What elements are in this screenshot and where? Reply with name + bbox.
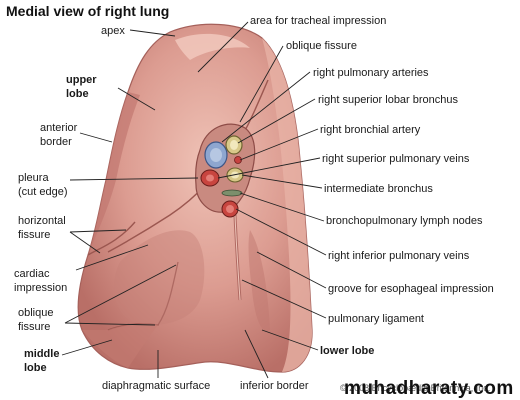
label-inferior-border: inferior border [240,380,309,392]
label-intermediate-bronchus: intermediate bronchus [324,183,433,195]
label-pleura-2: (cut edge) [18,186,68,198]
label-cardiac-2: impression [14,282,68,294]
label-oblique-fissure-bottom-1: oblique [18,307,54,319]
label-pulmonary-ligament: pulmonary ligament [328,313,424,325]
label-groove-esophageal: groove for esophageal impression [328,283,494,295]
apex-highlight [175,33,250,60]
label-right-bronchial-artery: right bronchial artery [320,124,421,136]
label-middle-lobe-1: middle [24,348,60,360]
esophageal-groove-shading [248,230,270,331]
label-lower-lobe: lower lobe [320,345,375,357]
label-right-superior-pulmonary-veins: right superior pulmonary veins [322,153,470,165]
label-pleura-1: pleura [18,172,49,184]
bronchopulmonary-lymph-nodes [221,189,243,197]
diagram-title: Medial view of right lung [6,3,170,19]
label-area-tracheal: area for tracheal impression [250,15,387,27]
label-right-pulmonary-arteries: right pulmonary arteries [313,67,429,79]
cardiac-impression-shading [114,230,205,325]
label-cardiac-1: cardiac [14,268,50,280]
middle-lobe-shading [82,323,158,368]
label-middle-lobe-2: lobe [24,362,47,374]
label-anterior-border-1: anterior [40,122,78,134]
label-anterior-border-2: border [40,136,72,148]
label-horizontal-fissure-2: fissure [18,229,51,241]
label-diaphragmatic-surface: diaphragmatic surface [102,380,211,392]
anterior-border-band [88,92,140,255]
lung-lateral-edge [262,38,313,372]
label-oblique-fissure-top: oblique fissure [286,40,357,52]
label-right-inferior-pulmonary-veins: right inferior pulmonary veins [328,250,470,262]
label-oblique-fissure-bottom-2: fissure [18,321,51,333]
label-apex: apex [101,25,125,37]
watermark-logo: muhadharaty.com [344,378,514,399]
leader-lines [61,21,327,379]
label-upper-lobe-2: lobe [66,88,89,100]
label-horizontal-fissure-1: horizontal [18,215,66,227]
bronchial-artery [234,156,242,164]
horizontal-fissure-line [87,221,136,256]
label-bronchopulmonary-lymph-nodes: bronchopulmonary lymph nodes [326,215,483,227]
label-right-superior-lobar-bronchus: right superior lobar bronchus [318,94,459,106]
copyright-notice: © 2008 Encyclopædia Britannica, Inc. [340,383,491,393]
label-upper-lobe-1: upper [66,74,97,86]
